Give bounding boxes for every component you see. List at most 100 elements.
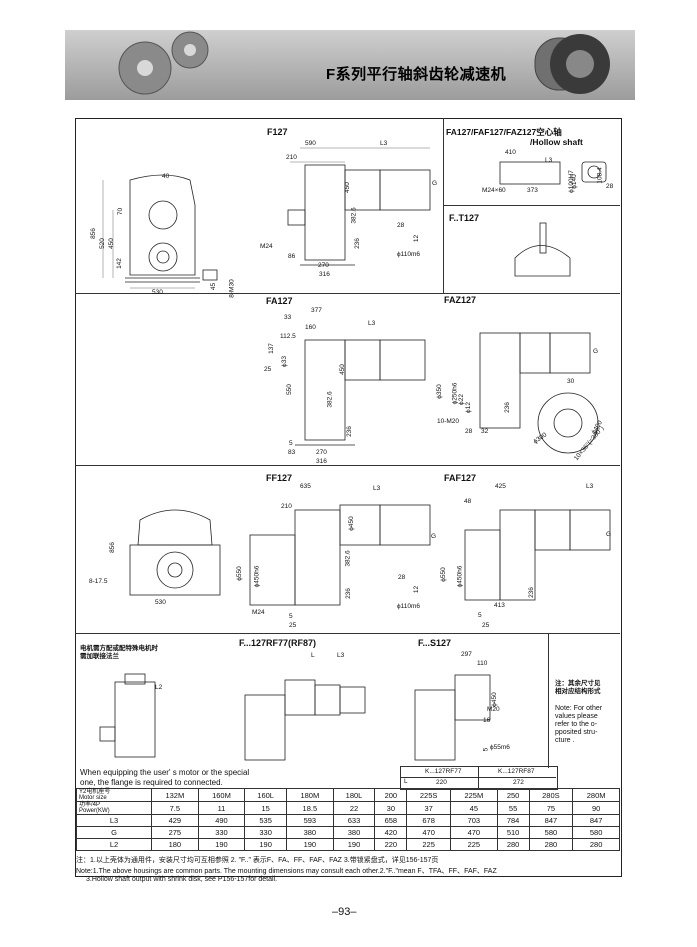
divider [75, 293, 620, 294]
faf127-drawing [464, 509, 611, 601]
table-header-label: Y2电机座号 Motor size [76, 788, 152, 802]
section-title-frf: F...127RF77(RF87) [239, 638, 317, 648]
table-cell: 847 [528, 814, 574, 827]
section-title-ff127: FF127 [266, 473, 293, 483]
table-cell: 784 [496, 814, 530, 827]
dim-label: 108.4 [596, 167, 604, 184]
table-cell: 330 [197, 826, 246, 839]
dim-label: 635 [300, 483, 311, 490]
table-cell: 220 [374, 838, 408, 851]
dim-label: ϕ450h6 [456, 565, 464, 588]
dim-label: 382.6 [350, 207, 358, 224]
hollow-shaft-drawing [499, 161, 607, 185]
dim-label: 5 [478, 612, 482, 619]
table-cell: 225 [406, 838, 452, 851]
table-cell: 160M [197, 788, 246, 802]
dim-label: 210 [281, 503, 292, 510]
dim-label: L3 [545, 157, 553, 164]
table-cell: 703 [450, 814, 498, 827]
table-cell: 470 [450, 826, 498, 839]
dim-label: 40 [162, 173, 170, 180]
dim-label: 530 [152, 289, 163, 296]
table-cell: 18.5 [286, 801, 334, 815]
dim-label: 25 [264, 366, 272, 373]
dim-label: 5 [289, 613, 293, 620]
dim-label: ϕ550 [439, 567, 447, 582]
table-cell: 7.5 [151, 801, 199, 815]
dim-label: L3 [586, 483, 594, 490]
section-title-fa-hollow: FA127/FAF127/FAZ127空心轴 [446, 127, 562, 137]
divider [75, 465, 620, 466]
table-cell: 90 [572, 801, 620, 815]
frf-drawing [244, 679, 366, 761]
dim-label: 160 [305, 324, 316, 331]
table-cell: 510 [496, 826, 530, 839]
dim-label: 10-M20 [437, 418, 460, 425]
table-cell: 15 [244, 801, 288, 815]
table-row: L2 180 190 190 190 190 220 225 225 280 2… [76, 838, 620, 851]
dim-label: 450 [338, 364, 346, 375]
table-row-label: G [76, 826, 152, 839]
dim-label: 856 [108, 542, 116, 553]
dim-label: 550 [285, 384, 293, 395]
rf77-label: K...127RF77 [425, 768, 462, 775]
dim-label: 530 [155, 599, 166, 606]
dim-label: ϕ110m6 [397, 603, 421, 610]
dim-label: 410 [505, 149, 516, 156]
dim-label: ϕ140 [570, 174, 578, 189]
page-title: F系列平行轴斜齿轮减速机 [326, 66, 507, 83]
dim-label: ϕ450 [347, 516, 355, 531]
table-cell: 470 [406, 826, 452, 839]
dim-label: 48 [464, 498, 472, 505]
table-cell: 420 [374, 826, 408, 839]
dim-label: 520 [98, 238, 106, 249]
table-cell: 180L [332, 788, 376, 802]
table-cell: 200 [374, 788, 408, 802]
dim-label: 856 [89, 228, 97, 239]
dim-label: 33 [284, 314, 292, 321]
dim-label: 28 [398, 574, 406, 581]
dim-label: M24 [252, 609, 265, 616]
table-cell: 30 [374, 801, 408, 815]
section-title-faf127: FAF127 [444, 473, 477, 483]
dim-label: 316 [319, 271, 330, 278]
dim-label: M24×60 [482, 187, 506, 194]
dim-label: 70 [117, 207, 125, 216]
dim-label: L3 [368, 320, 376, 327]
motor-flange-note-cn: 电机需方配或配特殊电机时 需加联接法兰 [80, 645, 158, 660]
rf77-l-value: 220 [436, 779, 447, 786]
dim-label: 377 [311, 307, 322, 314]
table-cell: 75 [528, 801, 574, 815]
dim-label: ϕ12 [464, 402, 472, 413]
faz127-drawing [479, 332, 599, 454]
dim-label: 28 [397, 222, 405, 229]
divider [443, 205, 620, 206]
table-cell: 180 [151, 838, 199, 851]
rf-l-label: L [404, 778, 408, 785]
dim-label: L [311, 652, 315, 659]
section-title-ft127: F..T127 [449, 213, 480, 223]
table-cell: 225M [450, 788, 498, 802]
dim-label: 270 [318, 262, 329, 269]
drawing-frame [75, 118, 622, 877]
table-cell: 45 [450, 801, 498, 815]
divider [75, 633, 620, 634]
table-cell: 250 [496, 788, 530, 802]
footnote-en-1: Note:1.The above housings are common par… [76, 868, 497, 875]
section-title-fs127: F...S127 [418, 638, 452, 648]
table-row: Y2电机座号 Motor size 132M 160M 160L 180M 18… [76, 788, 620, 802]
table-cell: 190 [286, 838, 334, 851]
dim-label: 45 [210, 282, 218, 291]
table-cell: 593 [286, 814, 334, 827]
dim-label: L3 [380, 140, 388, 147]
dim-label: 450 [343, 182, 351, 193]
divider [548, 633, 549, 768]
fs127-drawing [414, 674, 491, 761]
table-cell: 280 [528, 838, 574, 851]
table-cell: 190 [197, 838, 246, 851]
dim-label: 8-17.5 [89, 578, 108, 585]
dim-label: ϕ55m6 [490, 744, 510, 751]
dim-label: 5 [289, 440, 293, 447]
table-cell: 580 [528, 826, 574, 839]
ft127-drawing [514, 222, 571, 277]
